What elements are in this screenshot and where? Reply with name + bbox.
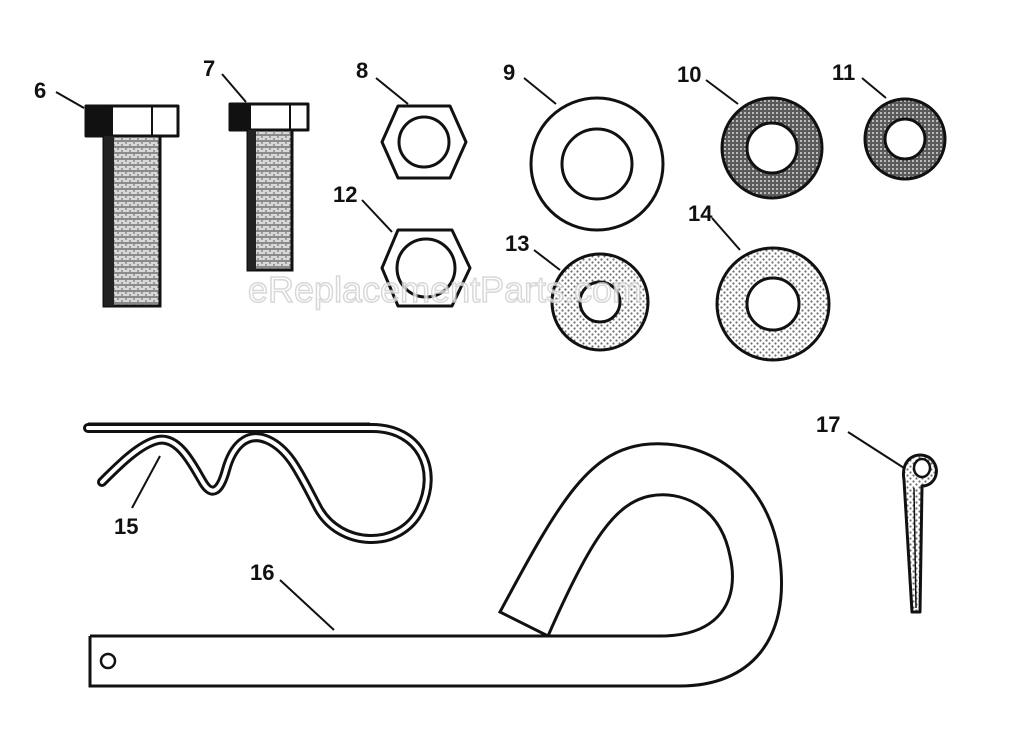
callout-10: 10 [677,62,701,87]
washer-14 [715,246,831,362]
callout-9: 9 [503,60,515,85]
callout-8: 8 [356,58,368,83]
callout-16: 16 [250,560,274,585]
hex-nut-12 [380,228,472,308]
callout-7: 7 [203,56,215,81]
callout-13: 13 [505,231,529,256]
callout-6: 6 [34,78,46,103]
watermark-text: eReplacementParts.com [248,269,642,310]
callout-17: 17 [816,412,840,437]
washer-10 [720,96,824,200]
leader-lines [55,73,905,631]
callout-labels: 6 7 8 9 10 11 12 13 14 15 16 17 [34,56,855,585]
bolt-7 [228,102,310,272]
bolt-6 [84,104,180,308]
washer-13 [550,252,650,352]
hitch-pin-16 [88,442,783,688]
hex-nut-8 [380,104,468,180]
flat-washer-9 [529,96,665,232]
cotter-pin-17 [901,453,938,614]
callout-15: 15 [114,514,138,539]
callout-14: 14 [688,201,713,226]
hair-pin-clip-15 [83,422,433,544]
washer-11 [863,97,947,181]
callout-11: 11 [832,60,855,85]
callout-12: 12 [333,182,357,207]
